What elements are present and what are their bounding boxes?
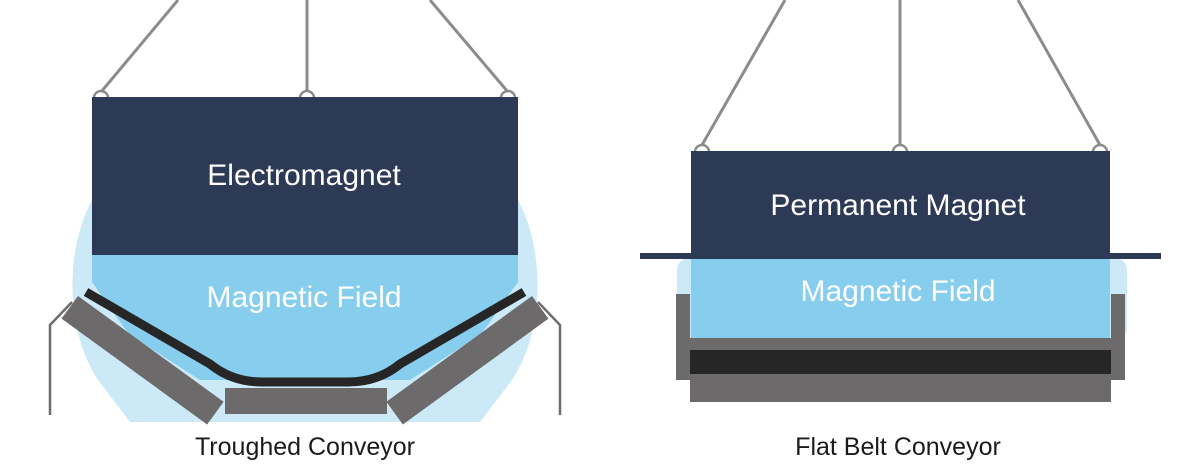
roller-left [61, 296, 224, 425]
troughed-eyelet-center [298, 89, 316, 99]
troughed-conveyor-group: Electromagnet Magnetic Field Troughed Co… [48, 0, 562, 461]
magnet-plate-line [640, 253, 1161, 259]
roller-center [225, 388, 387, 414]
troughed-frame-right [537, 301, 562, 415]
flat-field-label: Magnetic Field [800, 275, 995, 308]
permanent-magnet-label: Permanent Magnet [770, 189, 1026, 222]
electromagnet-block [92, 97, 518, 255]
flat-frame-side-right [1111, 294, 1125, 380]
roller-right [386, 296, 549, 425]
flat-eyelet-center [891, 143, 909, 153]
flat-caption: Flat Belt Conveyor [795, 433, 1001, 461]
troughed-eyelet-left [92, 89, 110, 99]
flat-field-inner [691, 258, 1110, 338]
flat-eyelet-right [1091, 143, 1109, 153]
flat-cable-left [700, 0, 787, 146]
flat-eyelet-left [693, 143, 711, 153]
troughed-caption: Troughed Conveyor [195, 433, 415, 461]
troughed-belt [83, 288, 527, 387]
troughed-frame-left [48, 301, 73, 415]
troughed-cable-right [428, 0, 510, 93]
flat-frame-side-left [676, 294, 690, 380]
electromagnet-label: Electromagnet [207, 159, 401, 192]
flat-cable-right [1016, 0, 1102, 146]
flat-belt [690, 350, 1111, 374]
flat-conveyor-top [690, 338, 1111, 350]
troughed-field-inner [92, 255, 518, 380]
flat-conveyor-group: Permanent Magnet Magnetic Field Flat Bel… [640, 0, 1161, 461]
troughed-eyelet-right [499, 89, 517, 99]
troughed-field-label: Magnetic Field [206, 281, 401, 314]
flat-conveyor-bottom [690, 374, 1111, 402]
permanent-magnet-block [691, 151, 1110, 255]
troughed-cable-left [99, 0, 180, 93]
